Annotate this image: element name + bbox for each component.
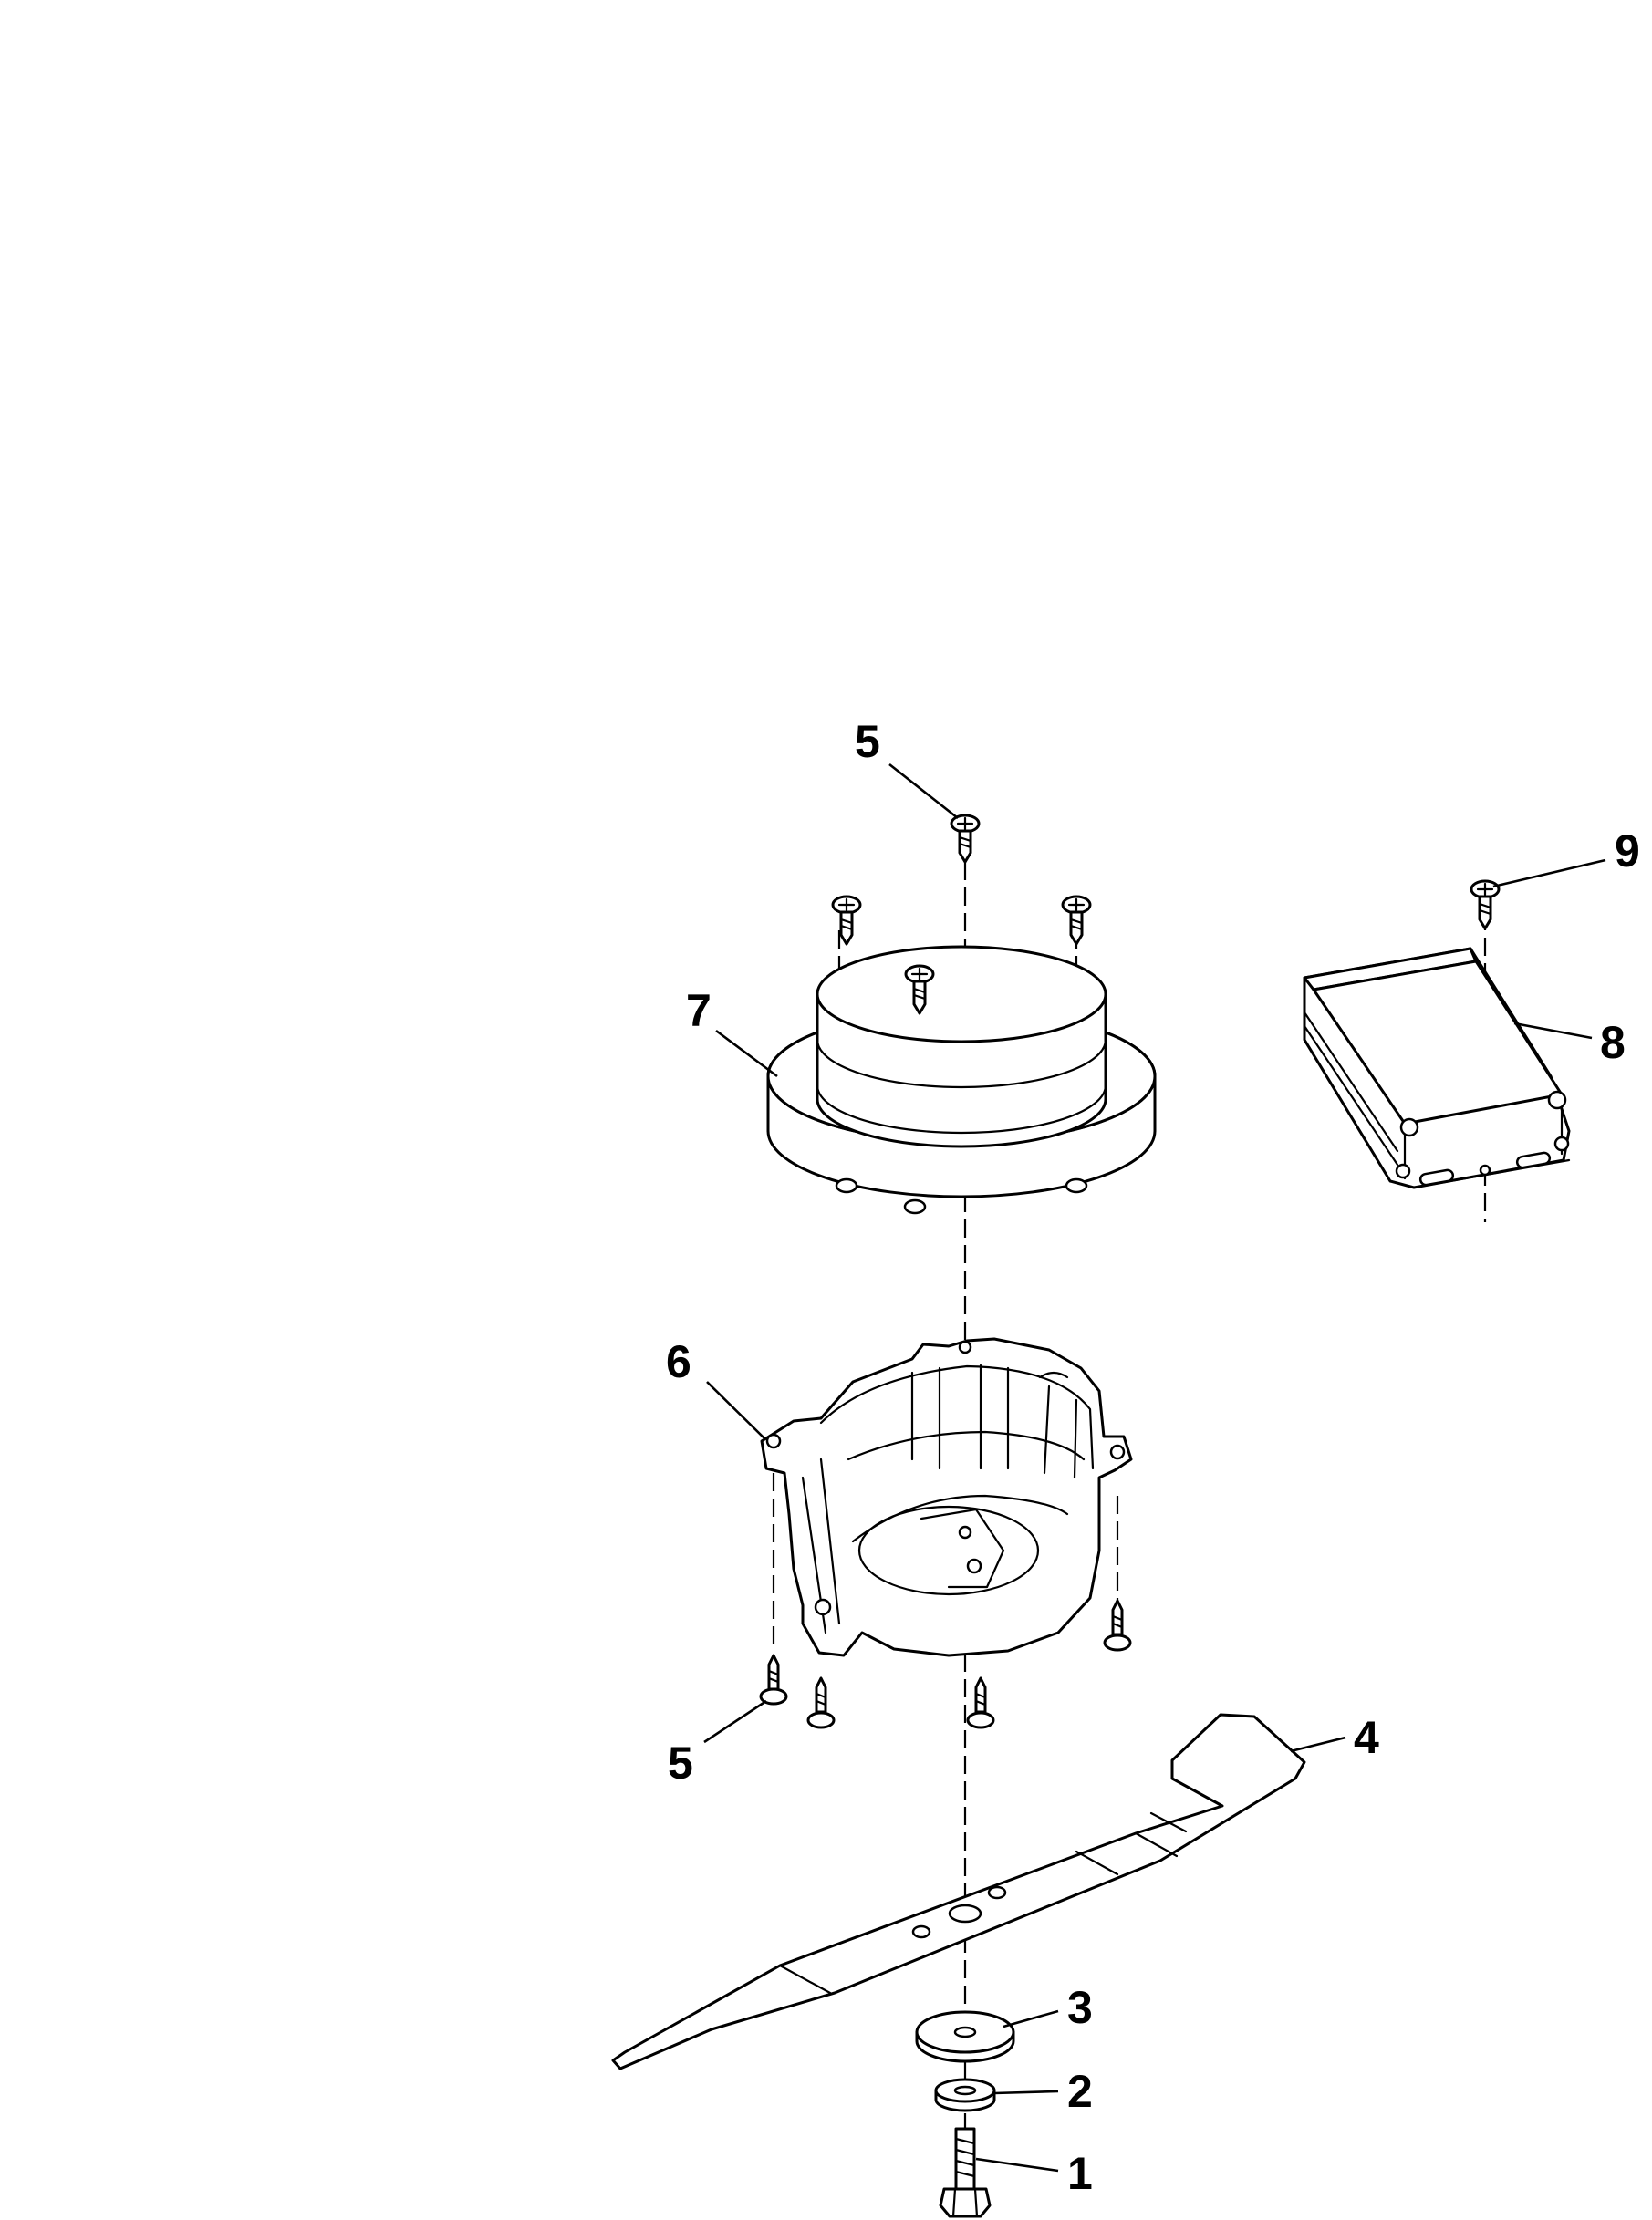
callout-8: 8 (1600, 1017, 1626, 1068)
housing-hole-2 (1109, 1444, 1126, 1460)
leader-2 (993, 2090, 1059, 2095)
housing-screw-3 (966, 1676, 995, 1729)
cover-screw-top (950, 814, 981, 864)
callout-3: 3 (1067, 1982, 1093, 2033)
motor-housing-part (760, 1337, 1133, 1657)
callout-2: 2 (1067, 2066, 1093, 2117)
box-slot-1 (1418, 1168, 1455, 1187)
leader-5b (703, 1699, 767, 1744)
box-hole-1 (1399, 1117, 1419, 1137)
blade-hole-right (987, 1885, 1007, 1900)
box-center-hole (1479, 1164, 1491, 1177)
box-slot-2 (1515, 1151, 1552, 1169)
electronics-box-part (1303, 947, 1571, 1189)
leader-6 (706, 1381, 765, 1439)
box-screw (1470, 879, 1501, 930)
housing-hole-6 (814, 1598, 832, 1616)
callout-5-top: 5 (855, 716, 880, 767)
cover-hole-1 (835, 1177, 858, 1194)
leader-5a (888, 762, 959, 820)
leader-4 (1290, 1736, 1346, 1753)
blade-hole-left (911, 1924, 931, 1939)
housing-hole-4 (958, 1525, 972, 1540)
bolt-part (939, 2127, 992, 2218)
callout-5-bottom: 5 (668, 1738, 693, 1789)
cover-hole-3 (1065, 1177, 1088, 1194)
housing-screw-4 (1103, 1599, 1132, 1652)
cover-screw-front (904, 964, 935, 1015)
leader-9 (1492, 858, 1606, 888)
cover-screw-right (1061, 895, 1092, 946)
box-hole-4 (1553, 1136, 1570, 1152)
callout-6: 6 (666, 1336, 691, 1387)
box-hole-3 (1395, 1163, 1411, 1179)
leader-3 (1003, 2009, 1059, 2028)
washer-part (915, 2010, 1015, 2063)
callout-9: 9 (1615, 825, 1640, 877)
blade-center-hole (948, 1904, 982, 1924)
callout-7: 7 (686, 985, 712, 1036)
housing-hole-3 (958, 1340, 972, 1354)
spring-washer-part (934, 2078, 996, 2112)
leader-1 (975, 2157, 1059, 2173)
housing-hole-1 (765, 1433, 782, 1449)
callout-1: 1 (1067, 2148, 1093, 2199)
blade-part (611, 1713, 1306, 2070)
housing-hole-5 (966, 1558, 982, 1574)
housing-screw-2 (806, 1676, 836, 1729)
cover-screw-left (831, 895, 862, 946)
cover-hole-2 (903, 1198, 927, 1215)
box-hole-2 (1547, 1090, 1567, 1110)
housing-screw-1 (759, 1654, 788, 1706)
leader-8 (1513, 1022, 1593, 1040)
callout-4: 4 (1354, 1712, 1379, 1763)
leader-7 (715, 1029, 778, 1078)
motor-cover-part (766, 945, 1157, 1215)
